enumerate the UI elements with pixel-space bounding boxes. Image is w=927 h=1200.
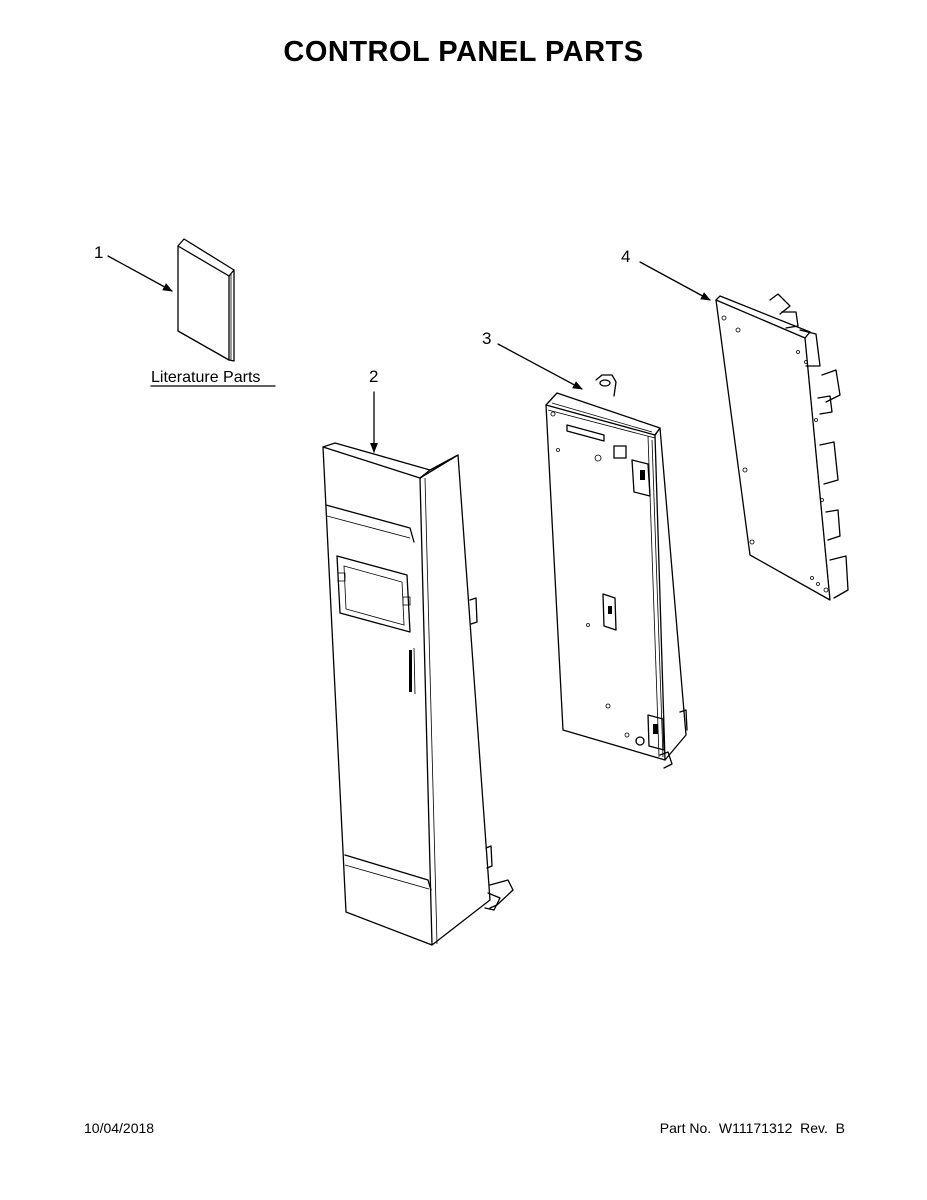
control-panel-frame[interactable] [322,442,514,946]
document-date: 10/04/2018 [84,1120,155,1136]
page-title: CONTROL PANEL PARTS [283,36,644,68]
electronic-control-board[interactable] [715,293,849,601]
callout-4-number: 4 [621,247,630,266]
callout-1-leader [107,255,173,292]
callout-1-number: 1 [94,243,103,262]
control-panel-bracket[interactable] [545,374,688,769]
part-number-revision: Part No. W11171312 Rev. B [659,1120,845,1136]
callout-4-leader [639,261,711,301]
literature-parts-label[interactable]: Literature Parts [151,369,260,386]
callout-2-number: 2 [369,367,378,386]
callout-3-number: 3 [482,329,491,348]
callout-3-leader [497,343,583,390]
literature-booklet[interactable] [177,238,235,362]
